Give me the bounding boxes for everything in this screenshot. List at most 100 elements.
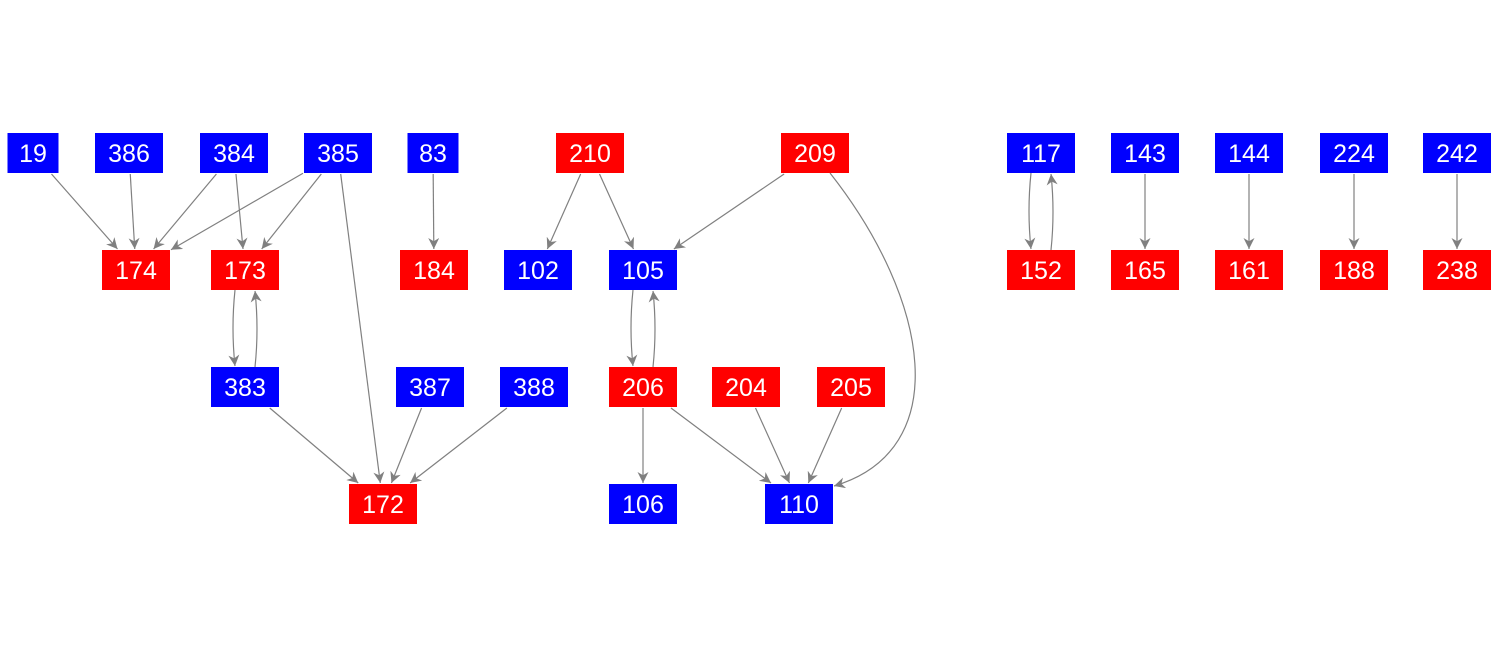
node-box (407, 133, 459, 173)
edge-383-to-172 (269, 407, 359, 484)
edge-117-to-152 (1024, 172, 1036, 250)
node-242[interactable]: 242 (1423, 133, 1491, 173)
node-206[interactable]: 206 (609, 367, 677, 407)
node-184[interactable]: 184 (400, 250, 468, 290)
node-box (500, 367, 568, 407)
node-386[interactable]: 386 (95, 133, 163, 173)
node-102[interactable]: 102 (504, 250, 572, 290)
node-box (609, 484, 677, 524)
node-165[interactable]: 165 (1111, 250, 1179, 290)
node-label: 224 (1333, 140, 1375, 168)
node-173[interactable]: 173 (211, 250, 279, 290)
node-label: 386 (108, 140, 150, 168)
node-106[interactable]: 106 (609, 484, 677, 524)
node-label: 238 (1436, 257, 1478, 285)
node-144[interactable]: 144 (1215, 133, 1283, 173)
node-152[interactable]: 152 (1007, 250, 1075, 290)
edge-383-to-173 (250, 290, 262, 368)
edge-384-to-173 (235, 173, 248, 250)
node-385[interactable]: 385 (304, 133, 372, 173)
edge-105-to-206 (626, 289, 638, 367)
node-388[interactable]: 388 (500, 367, 568, 407)
node-384[interactable]: 384 (200, 133, 268, 173)
node-110[interactable]: 110 (765, 484, 833, 524)
node-238[interactable]: 238 (1423, 250, 1491, 290)
edge-205-to-110 (807, 407, 843, 484)
node-label: 161 (1228, 257, 1270, 285)
node-box (1423, 133, 1491, 173)
node-204[interactable]: 204 (712, 367, 780, 407)
edge-206-to-105 (648, 290, 660, 368)
node-label: 387 (409, 374, 451, 402)
node-box (1320, 250, 1388, 290)
edge-206-to-110 (670, 407, 772, 484)
edge-210-to-102 (546, 173, 582, 250)
node-205[interactable]: 205 (817, 367, 885, 407)
node-box (1111, 133, 1179, 173)
node-box (102, 250, 170, 290)
node-box (1215, 250, 1283, 290)
node-box (1320, 133, 1388, 173)
node-label: 210 (569, 140, 611, 168)
node-117[interactable]: 117 (1007, 133, 1075, 173)
node-box (349, 484, 417, 524)
node-box (304, 133, 372, 173)
edges (51, 172, 1463, 489)
node-box (609, 367, 677, 407)
node-label: 205 (830, 374, 872, 402)
node-210[interactable]: 210 (556, 133, 624, 173)
node-105[interactable]: 105 (609, 250, 677, 290)
node-box (200, 133, 268, 173)
node-box (211, 250, 279, 290)
node-label: 143 (1124, 140, 1166, 168)
edge-385-to-174 (170, 172, 304, 251)
node-143[interactable]: 143 (1111, 133, 1179, 173)
node-box (400, 250, 468, 290)
node-box (1007, 250, 1075, 290)
node-209[interactable]: 209 (781, 133, 849, 173)
node-box (7, 133, 59, 173)
node-label: 388 (513, 374, 555, 402)
node-83[interactable]: 83 (407, 133, 459, 173)
node-label: 242 (1436, 140, 1478, 168)
node-box (817, 367, 885, 407)
node-box (95, 133, 163, 173)
node-label: 188 (1333, 257, 1375, 285)
node-box (781, 133, 849, 173)
node-box (609, 250, 677, 290)
edge-387-to-172 (390, 407, 423, 484)
node-label: 384 (213, 140, 255, 168)
node-label: 172 (362, 491, 404, 519)
node-box (211, 367, 279, 407)
node-188[interactable]: 188 (1320, 250, 1388, 290)
edge-83-to-184 (428, 173, 440, 250)
node-box (556, 133, 624, 173)
node-label: 106 (622, 491, 664, 519)
edge-385-to-172 (340, 173, 385, 484)
node-box (396, 367, 464, 407)
edge-210-to-105 (598, 173, 635, 250)
node-label: 144 (1228, 140, 1270, 168)
node-161[interactable]: 161 (1215, 250, 1283, 290)
node-label: 204 (725, 374, 767, 402)
node-box (504, 250, 572, 290)
node-label: 105 (622, 257, 664, 285)
node-label: 209 (794, 140, 836, 168)
nodes: 19 386 384 385 83 210 209 117 143 144 224 242 174 173… (7, 133, 1491, 524)
edge-386-to-174 (128, 173, 140, 250)
edge-209-to-110 (829, 172, 916, 489)
node-383[interactable]: 383 (211, 367, 279, 407)
node-387[interactable]: 387 (396, 367, 464, 407)
node-label: 19 (19, 140, 47, 168)
edge-384-to-174 (153, 173, 217, 250)
node-19[interactable]: 19 (7, 133, 59, 173)
node-box (1423, 250, 1491, 290)
node-224[interactable]: 224 (1320, 133, 1388, 173)
edge-19-to-174 (51, 173, 118, 250)
node-174[interactable]: 174 (102, 250, 170, 290)
node-label: 117 (1021, 140, 1061, 168)
edge-173-to-383 (228, 289, 240, 367)
node-172[interactable]: 172 (349, 484, 417, 524)
node-label: 110 (779, 491, 819, 519)
